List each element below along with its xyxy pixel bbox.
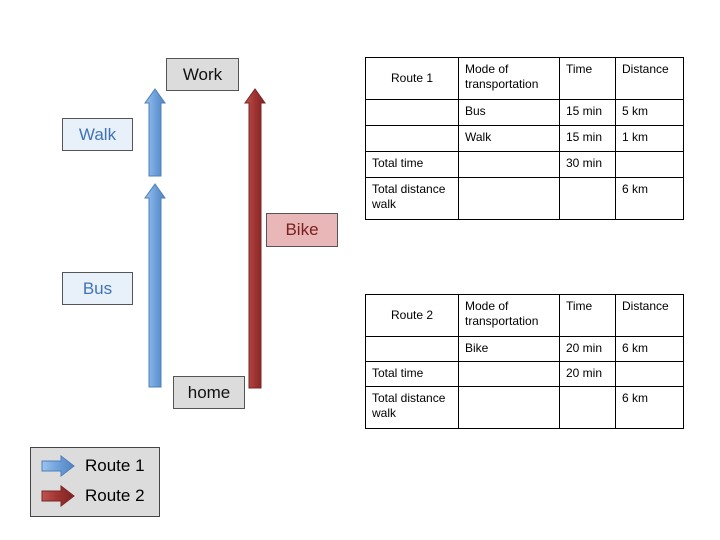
legend: Route 1 Route 2 <box>30 447 160 517</box>
table-row: Total distance walk 6 km <box>365 177 684 220</box>
table-cell: 5 km <box>615 99 684 126</box>
table-row: Total distance walk 6 km <box>365 386 684 429</box>
table-cell <box>458 361 560 387</box>
table-cell: 30 min <box>559 151 616 178</box>
table-header-row: Route 1 Mode of transportation Time Dist… <box>365 57 684 100</box>
table-header-row: Route 2 Mode of transportation Time Dist… <box>365 294 684 337</box>
header-mode-cell: Mode of transportation <box>458 57 560 100</box>
header-time-cell: Time <box>559 294 616 337</box>
legend-item-route1: Route 1 <box>41 455 145 477</box>
table-cell: Total distance walk <box>365 386 459 429</box>
table-cell <box>615 151 684 178</box>
table-cell <box>458 151 560 178</box>
route1-bus-arrow <box>144 183 166 388</box>
table-cell: 6 km <box>615 386 684 429</box>
header-distance-cell: Distance <box>615 294 684 337</box>
table-cell: Bus <box>458 99 560 126</box>
table-cell <box>365 125 459 152</box>
legend-item-route2: Route 2 <box>41 485 145 507</box>
table-cell: Bike <box>458 336 560 362</box>
table-row: Bus 15 min 5 km <box>365 99 684 126</box>
table-cell <box>559 177 616 220</box>
table-cell: 1 km <box>615 125 684 152</box>
table-cell <box>615 361 684 387</box>
route2-table: Route 2 Mode of transportation Time Dist… <box>365 294 684 429</box>
table-cell: Total time <box>365 151 459 178</box>
table-row: Walk 15 min 1 km <box>365 125 684 152</box>
route2-name-cell: Route 2 <box>365 294 459 337</box>
table-cell: Total time <box>365 361 459 387</box>
table-cell <box>458 386 560 429</box>
table-cell: 15 min <box>559 125 616 152</box>
legend-route1-label: Route 1 <box>85 456 145 475</box>
route1-arrow-icon <box>41 455 75 477</box>
table-cell: 20 min <box>559 361 616 387</box>
bike-label: Bike <box>266 213 338 247</box>
work-label: Work <box>166 58 239 91</box>
home-label: home <box>173 376 245 409</box>
header-mode-cell: Mode of transportation <box>458 294 560 337</box>
table-cell <box>365 336 459 362</box>
table-cell: Walk <box>458 125 560 152</box>
table-row: Total time 30 min <box>365 151 684 178</box>
header-time-cell: Time <box>559 57 616 100</box>
legend-route2-label: Route 2 <box>85 486 145 505</box>
table-cell <box>365 99 459 126</box>
header-distance-cell: Distance <box>615 57 684 100</box>
table-row: Total time 20 min <box>365 361 684 387</box>
table-cell: 20 min <box>559 336 616 362</box>
route1-name-cell: Route 1 <box>365 57 459 100</box>
bus-label: Bus <box>62 272 133 305</box>
table-cell: 15 min <box>559 99 616 126</box>
table-cell <box>458 177 560 220</box>
table-cell: Total distance walk <box>365 177 459 220</box>
route2-bike-arrow <box>244 88 266 389</box>
route2-arrow-icon <box>41 485 75 507</box>
table-cell: 6 km <box>615 336 684 362</box>
route1-walk-arrow <box>144 88 166 177</box>
table-row: Bike 20 min 6 km <box>365 336 684 362</box>
table-cell <box>559 386 616 429</box>
table-cell: 6 km <box>615 177 684 220</box>
route1-table: Route 1 Mode of transportation Time Dist… <box>365 57 684 220</box>
walk-label: Walk <box>62 118 133 151</box>
